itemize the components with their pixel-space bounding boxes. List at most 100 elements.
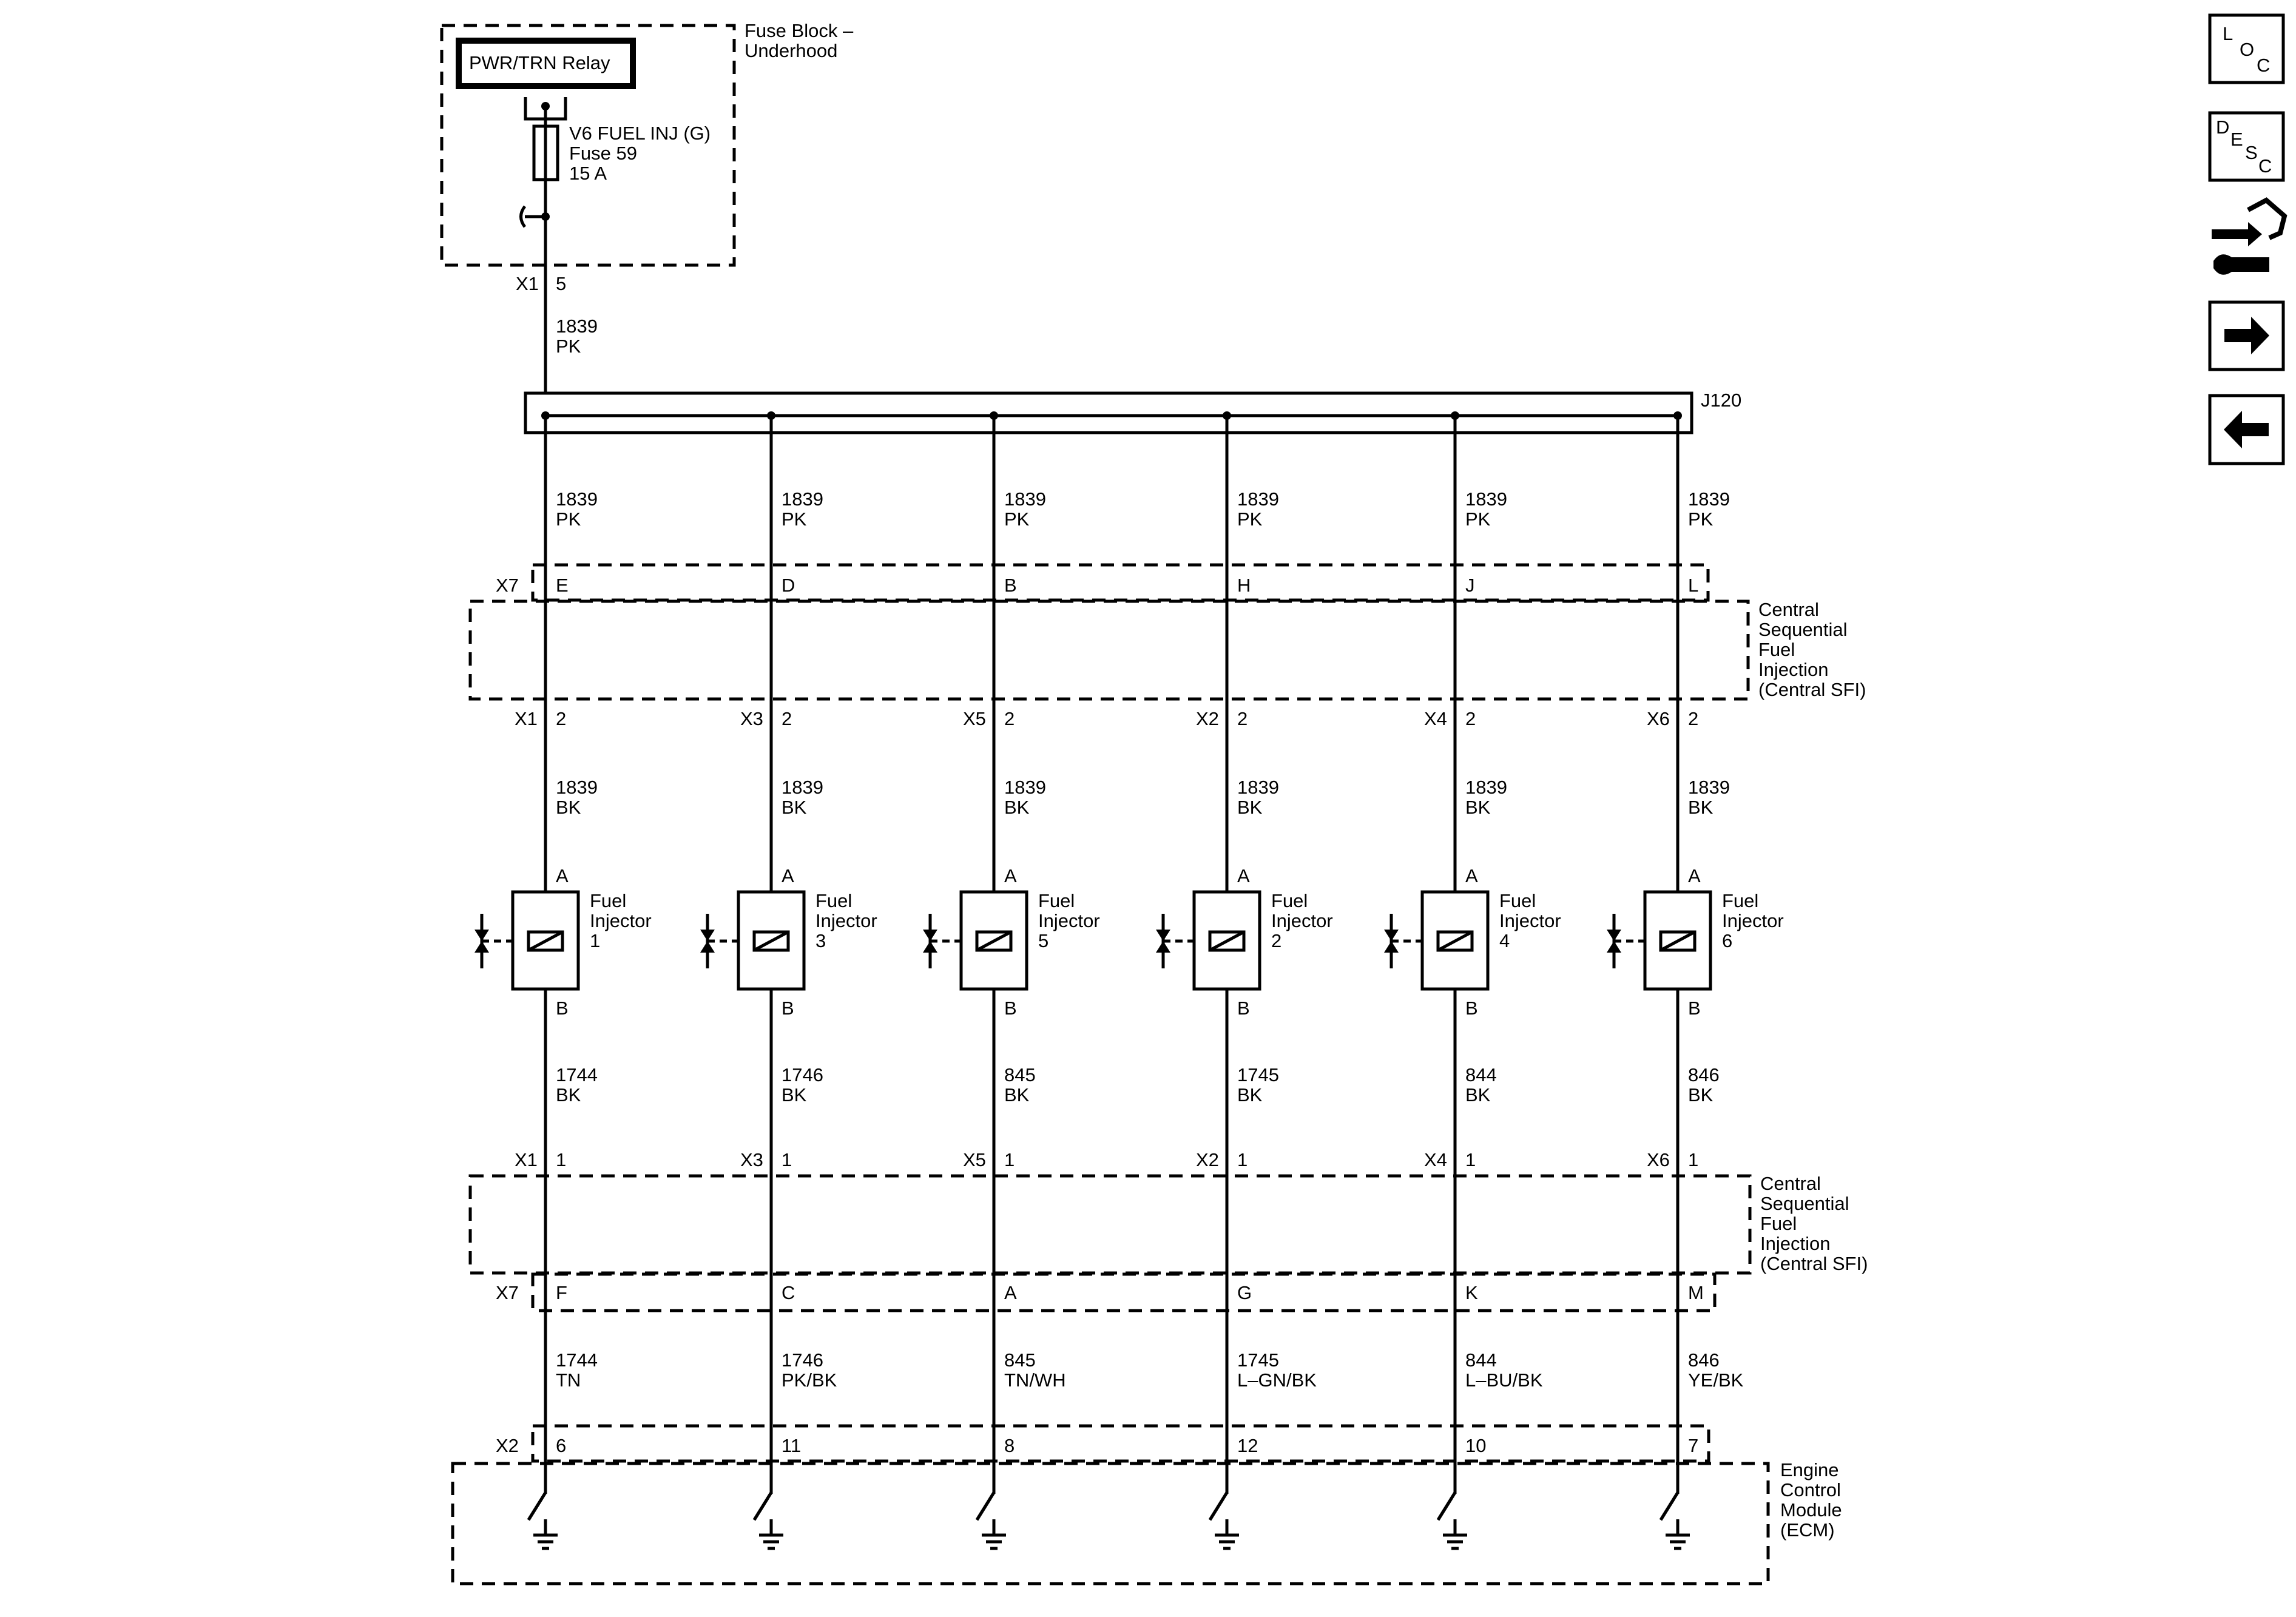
injector-supply-pin: 2 [1237, 708, 1248, 729]
injector-connector: X5 [963, 708, 986, 729]
splice-dot [1451, 411, 1459, 420]
splice-dot [1223, 411, 1231, 420]
injector-label-3: 2 [1271, 930, 1281, 951]
splice-label: J120 [1701, 390, 1741, 411]
injector-wire-color: BK [1465, 797, 1491, 818]
injector-label-2: Injector [1722, 910, 1784, 931]
ecm-wire-color: PK/BK [782, 1369, 837, 1391]
splice-wire-color: PK [556, 508, 581, 530]
x7-top-pin: D [782, 575, 795, 596]
ecm-pin: 10 [1465, 1435, 1486, 1456]
ground-icon [533, 1533, 558, 1550]
ecm-wire-circuit: 1745 [1237, 1349, 1279, 1371]
ecm-pin: 12 [1237, 1435, 1258, 1456]
upper-central-sfi-module: X7 Central Sequential Fuel Injection (Ce… [468, 563, 1866, 701]
injector-pin-a: A [1237, 865, 1250, 886]
splice-dot [990, 411, 998, 420]
injector-label-1: Fuel [590, 890, 626, 911]
injector-wire-circuit: 1839 [556, 777, 598, 798]
ecm-wire-color: L–BU/BK [1465, 1369, 1543, 1391]
injector-pin-b: B [556, 998, 569, 1019]
x7-top-pin: B [1004, 575, 1017, 596]
control-pin: 1 [1688, 1149, 1698, 1170]
ecm-label-3: Module [1780, 1499, 1842, 1521]
injector-supply-pin: 2 [1465, 708, 1476, 729]
splice-wire-circuit: 1839 [1688, 488, 1730, 510]
fuse-name: V6 FUEL INJ (G) [569, 123, 711, 144]
control-pin: 1 [1237, 1149, 1248, 1170]
x7-top-pin: J [1465, 575, 1475, 596]
nav-next-button[interactable] [2208, 300, 2285, 371]
x7-bottom-pin: A [1004, 1282, 1017, 1303]
x7-bottom-pin: K [1465, 1282, 1478, 1303]
arrow-right-icon [2224, 317, 2269, 354]
control-wire-color: BK [1237, 1084, 1263, 1106]
ecm-wire-color: TN/WH [1004, 1369, 1066, 1391]
desc-letter-s: S [2245, 142, 2258, 163]
injector-label-2: Injector [1499, 910, 1561, 931]
splice-dot [767, 411, 775, 420]
injector-wire-circuit: 1839 [1688, 777, 1730, 798]
injector-label-3: 3 [815, 930, 826, 951]
ground-icon [1215, 1533, 1239, 1550]
injector-wire-color: BK [782, 797, 807, 818]
ecm-pin: 8 [1004, 1435, 1015, 1456]
injector-pin-a: A [1004, 865, 1017, 886]
x7-bottom-pin: F [556, 1282, 567, 1303]
splice-wire-color: PK [782, 508, 807, 530]
injector-connector: X1 [515, 708, 538, 729]
nav-desc-button[interactable]: D E S C [2208, 111, 2285, 182]
injector-connector: X3 [740, 708, 763, 729]
nav-loc-button[interactable]: L O C [2208, 13, 2285, 84]
injector-wire-circuit: 1839 [1004, 777, 1046, 798]
control-pin: 1 [1465, 1149, 1476, 1170]
injector-connector: X2 [1196, 708, 1219, 729]
control-wire-circuit: 1744 [556, 1064, 598, 1085]
lower-module-label-2: Sequential [1760, 1193, 1849, 1214]
control-wire-circuit: 845 [1004, 1064, 1036, 1085]
splice-wire-circuit: 1839 [1465, 488, 1507, 510]
lower-module-label-1: Central [1760, 1173, 1821, 1194]
ecm-wire-circuit: 1746 [782, 1349, 823, 1371]
x7-bottom-pin: G [1237, 1282, 1252, 1303]
ecm-pin: 11 [782, 1435, 801, 1456]
injector-pin-b: B [1465, 998, 1478, 1019]
injector-label-2: Injector [590, 910, 652, 931]
control-connector: X2 [1196, 1149, 1219, 1170]
upper-x7-connector: X7 [496, 575, 519, 596]
fuse-block-underhood: Fuse Block – Underhood PWR/TRN Relay V6 … [440, 20, 854, 267]
control-wire-circuit: 846 [1688, 1064, 1720, 1085]
upper-module-label-1: Central [1758, 599, 1819, 620]
ecm-wire-circuit: 846 [1688, 1349, 1720, 1371]
injector-label-2: Injector [1038, 910, 1100, 931]
control-connector: X3 [740, 1149, 763, 1170]
loc-letter-l: L [2223, 23, 2233, 44]
ecm-wire-color: TN [556, 1369, 581, 1391]
ground-icon [1666, 1533, 1690, 1550]
nav-prev-button[interactable] [2208, 394, 2285, 465]
fuse-block-title-line1: Fuse Block – [745, 20, 854, 41]
control-wire-color: BK [782, 1084, 807, 1106]
splice-wire-circuit: 1839 [1237, 488, 1279, 510]
control-pin: 1 [1004, 1149, 1015, 1170]
injector-wire-color: BK [1004, 797, 1030, 818]
spray-arrow-icon [1607, 930, 1621, 941]
splice-wire-color: PK [1237, 508, 1263, 530]
desc-letter-e: E [2230, 129, 2243, 150]
x7-top-pin: E [556, 575, 569, 596]
injector-label-2: Injector [1271, 910, 1333, 931]
injector-label-1: Fuel [1722, 890, 1758, 911]
diagnostic-tools-icon[interactable] [2212, 197, 2288, 275]
control-wire-color: BK [556, 1084, 581, 1106]
control-connector: X5 [963, 1149, 986, 1170]
arrow-left-icon [2224, 411, 2269, 448]
pwr-trn-relay [456, 38, 636, 89]
splice-wire-color: PK [1688, 508, 1714, 530]
injector-pin-b: B [1004, 998, 1017, 1019]
lower-module-label-4: Injection [1760, 1233, 1830, 1254]
injector-label-3: 4 [1499, 930, 1510, 951]
lower-module-label-3: Fuel [1760, 1213, 1797, 1234]
